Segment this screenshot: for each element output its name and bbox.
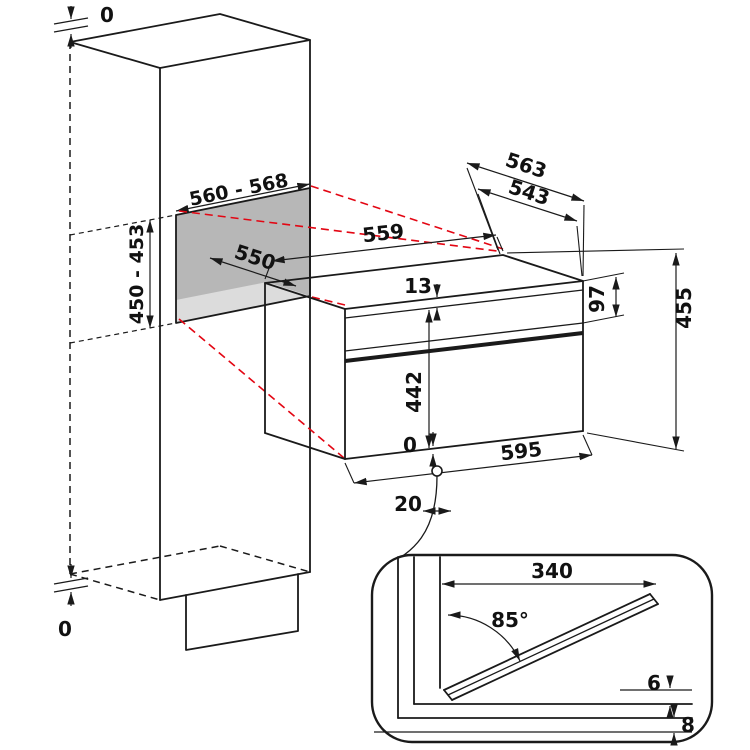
overall-height-label: 455: [672, 287, 696, 329]
plug-offset-label: 20: [394, 492, 422, 516]
door-handle-line: [344, 331, 584, 363]
dim-open-depth: 340: [442, 559, 656, 588]
dim-top-inset: 13: [404, 274, 441, 321]
dim-width: 595: [344, 434, 593, 486]
dim-gap-bottom: 8: [670, 704, 695, 746]
dim-open-angle: 85°: [447, 608, 529, 662]
cabinet-top-face: [69, 13, 311, 69]
dim-door-height: 442: [402, 310, 433, 448]
tall-unit-drawing: 0 0 560 - 568 450 - 453 550: [53, 3, 311, 651]
dim-bottom-clearance: 0: [53, 564, 89, 641]
niche-height-label: 450 - 453: [126, 224, 148, 324]
dim-depths: 563 543: [466, 147, 585, 277]
dim-oven-zero: 0: [403, 432, 437, 468]
dim-top-edge: 559: [264, 219, 504, 280]
dim-niche-height: 450 - 453: [126, 220, 154, 328]
oven-zero-label: 0: [403, 433, 417, 457]
niche-floor: [176, 282, 310, 323]
dim-overall-height: 455: [506, 248, 696, 452]
open-door: [443, 593, 659, 701]
cabinet-plinth: [185, 573, 299, 651]
oven-drawing: 559 563 543 13 442 97: [264, 147, 696, 567]
door-gap-line: [344, 322, 584, 352]
gap-bottom-label: 8: [681, 713, 695, 737]
dim-plug-offset: 20: [394, 492, 451, 516]
oven-top-face: [264, 254, 584, 310]
door-detail-callout: 340 85° 6 8: [370, 553, 714, 746]
top-inset-label: 13: [404, 274, 432, 298]
oven-top-edge-label: 559: [361, 219, 405, 248]
panel-height-label: 97: [585, 285, 609, 313]
open-depth-label: 340: [531, 559, 573, 583]
dim-panel-height: 97: [582, 272, 625, 324]
depth-body-label: 543: [506, 174, 553, 210]
open-angle-label: 85°: [491, 608, 529, 632]
leader-line: [385, 475, 438, 567]
dim-top-clearance: 0: [53, 3, 114, 48]
top-clearance-label: 0: [100, 3, 114, 27]
bottom-clearance-label: 0: [58, 617, 72, 641]
dim-gap-top: 6: [647, 671, 674, 719]
door-height-label: 442: [402, 371, 426, 413]
width-label: 595: [499, 437, 543, 466]
leader-origin-marker: [431, 465, 443, 477]
callout-frame: [370, 553, 714, 744]
gap-top-label: 6: [647, 671, 661, 695]
